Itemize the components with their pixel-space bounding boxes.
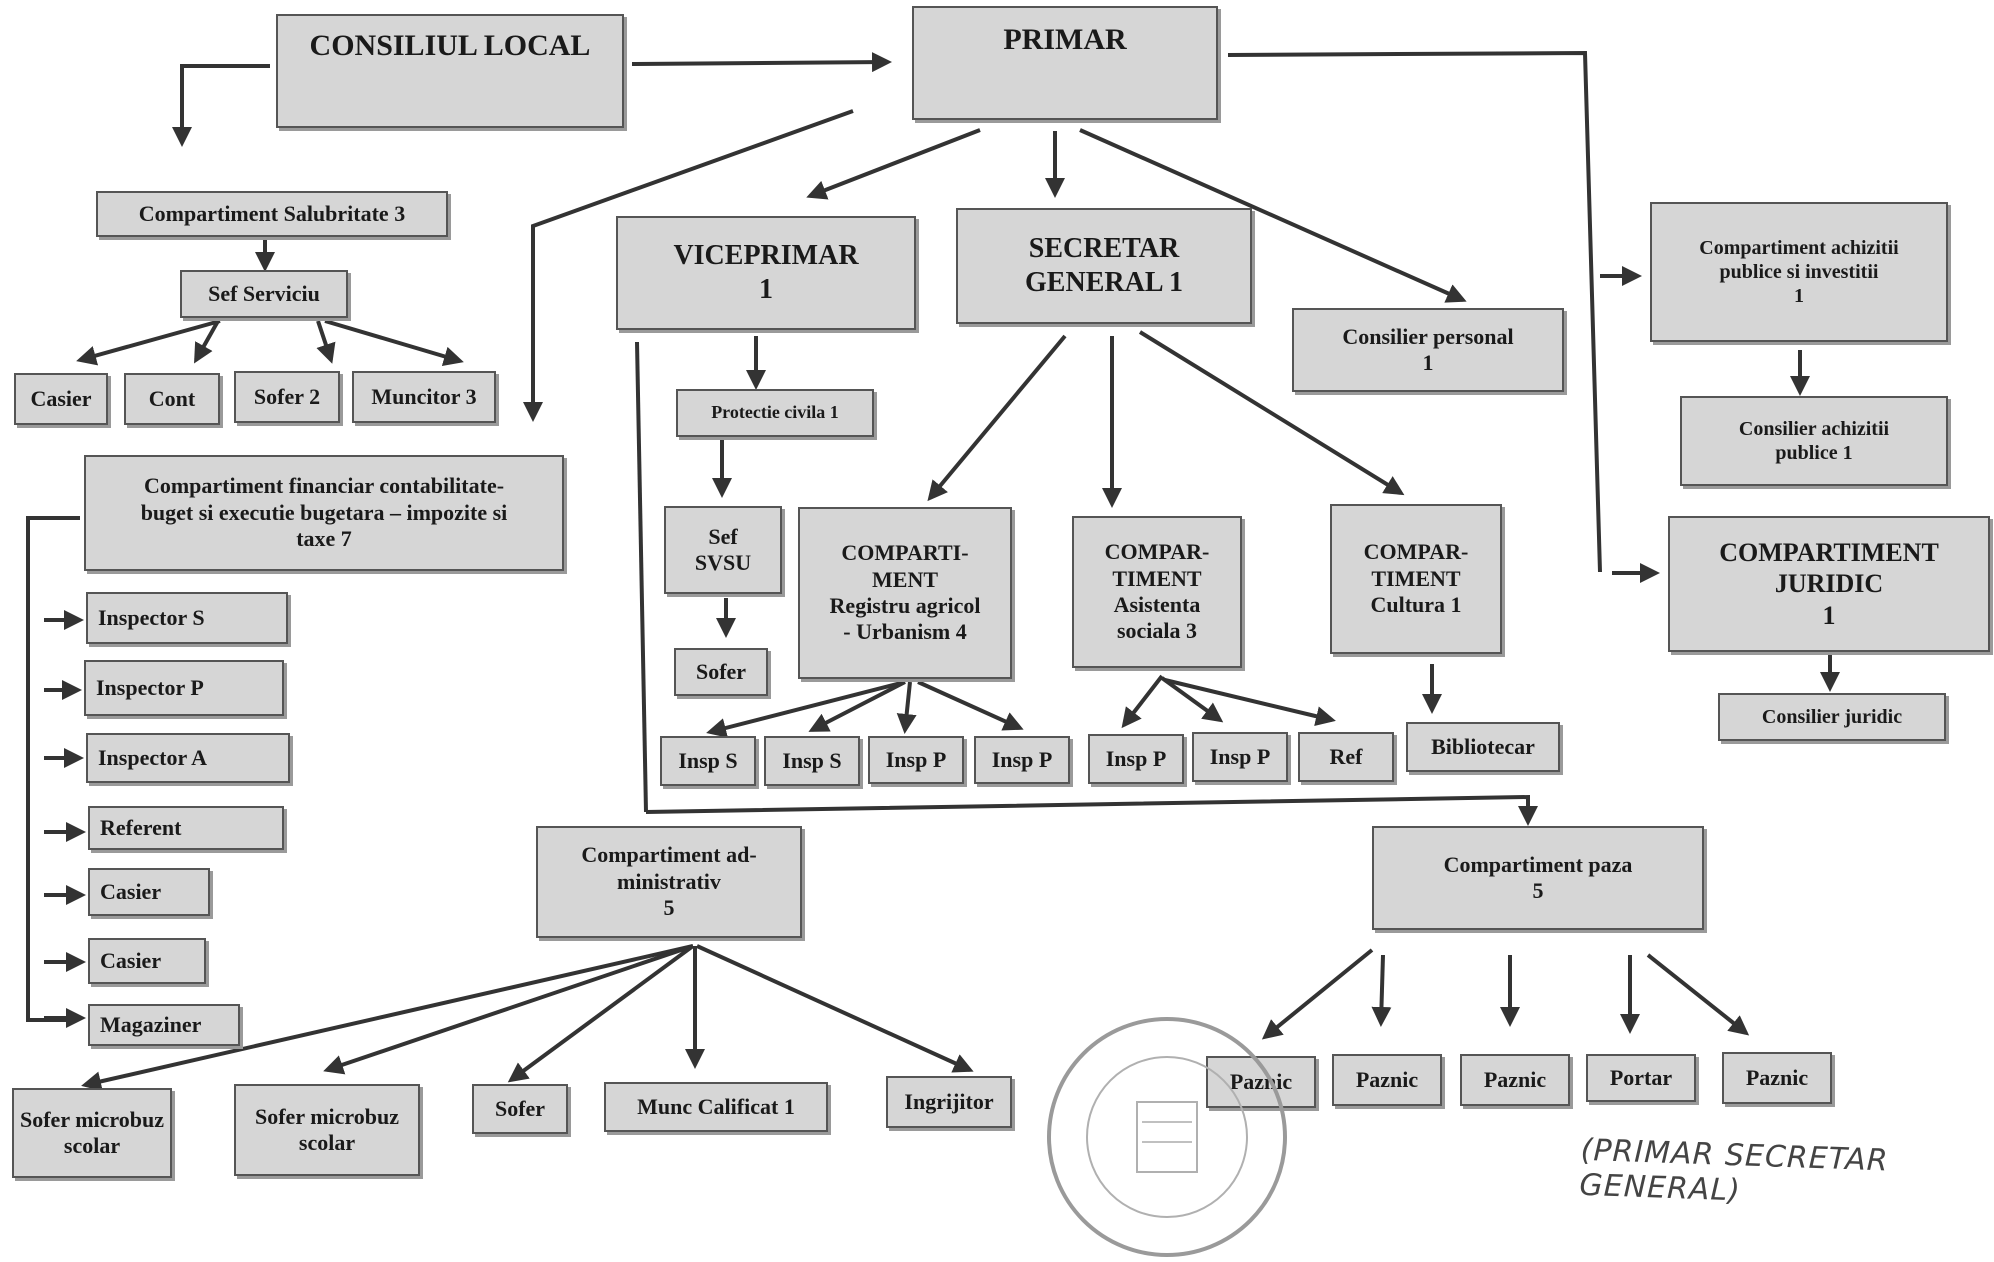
node-inspector-p: Inspector P xyxy=(84,660,284,716)
arrow-adm-sofmic1 xyxy=(81,944,694,1092)
node-sef-svsu: Sef SVSU xyxy=(664,506,782,594)
arrow-adm-sofmic2 xyxy=(323,944,694,1075)
node-insp-p-1: Insp P xyxy=(868,736,964,784)
node-casier-1: Casier xyxy=(88,868,210,916)
node-compartiment-juridic: COMPARTIMENT JURIDIC 1 xyxy=(1668,516,1990,652)
arrow-sef-muncitor xyxy=(324,319,464,367)
node-consiliul-local: CONSILIUL LOCAL xyxy=(276,14,624,128)
arrow-primar-right xyxy=(1227,50,1602,573)
node-consilier-achizitii: Consilier achizitii publice 1 xyxy=(1680,396,1948,486)
node-ingrijitor: Ingrijitor xyxy=(886,1076,1012,1128)
org-chart: CONSILIUL LOCAL PRIMAR Compartiment Salu… xyxy=(12,6,1990,1257)
node-muncitor-3: Muncitor 3 xyxy=(352,371,496,423)
arrow-adm-ingrijitor xyxy=(696,944,974,1073)
arrow-reg-insps1 xyxy=(706,680,906,738)
arrow-reg-inspp2 xyxy=(917,680,1024,731)
node-paznic-3: Paznic xyxy=(1460,1054,1570,1106)
node-compartiment-paza: Compartiment paza 5 xyxy=(1372,826,1704,930)
node-bibliotecar: Bibliotecar xyxy=(1406,722,1560,772)
arrow-consiliu-primar xyxy=(631,52,892,73)
node-insp-p-2: Insp P xyxy=(974,736,1070,784)
arrow-primar-financiar xyxy=(523,109,854,422)
node-compartiment-salubritate: Compartiment Salubritate 3 xyxy=(96,191,448,237)
node-sofer-microbuz-2: Sofer microbuz scolar xyxy=(234,1084,420,1176)
arrow-sef-sofer xyxy=(316,320,336,364)
arrow-sef-cont xyxy=(194,320,220,364)
node-inspector-a: Inspector A xyxy=(86,733,290,783)
node-insp-s-1: Insp S xyxy=(660,736,756,786)
node-compartiment-financiar: Compartiment financiar contabilitate- bu… xyxy=(84,455,564,571)
node-protectie-civila: Protectie civila 1 xyxy=(676,389,874,437)
node-ref: Ref xyxy=(1298,732,1394,782)
arrow-asist-inspp3 xyxy=(1121,674,1164,729)
node-sofer-microbuz-1: Sofer microbuz scolar xyxy=(12,1088,172,1178)
node-consilier-juridic: Consilier juridic xyxy=(1718,693,1946,741)
node-paznic-4: Paznic xyxy=(1722,1052,1832,1104)
node-sef-serviciu: Sef Serviciu xyxy=(180,270,348,318)
node-portar: Portar xyxy=(1586,1054,1696,1102)
node-cont: Cont xyxy=(124,373,220,425)
node-sofer-administrativ: Sofer xyxy=(472,1084,568,1134)
arrow-primar-consilier xyxy=(1079,128,1467,303)
arrow-reg-insps2 xyxy=(808,680,906,732)
arrow-sec-cultura xyxy=(1138,330,1405,496)
arrow-asist-ref xyxy=(1164,678,1336,726)
arrow-consiliu-salubritate xyxy=(172,64,270,147)
arrow-sef-casier xyxy=(76,319,221,366)
node-compartiment-achizitii: Compartiment achizitii publice si invest… xyxy=(1650,202,1948,342)
arrow-paza-paznic4 xyxy=(1646,953,1750,1036)
arrow-sec-registru xyxy=(927,334,1067,502)
node-referent: Referent xyxy=(88,806,284,850)
arrow-paza-paznic2 xyxy=(1371,954,1392,1027)
handwritten-signature: (PRIMAR SECRETAR GENERAL) xyxy=(1578,1132,1890,1209)
node-insp-p-4: Insp P xyxy=(1192,732,1288,782)
node-consilier-personal: Consilier personal 1 xyxy=(1292,308,1564,392)
node-compartiment-cultura: COMPAR- TIMENT Cultura 1 xyxy=(1330,504,1502,654)
arrow-vice-paza xyxy=(645,794,1538,826)
node-compartiment-administrativ: Compartiment ad- ministrativ 5 xyxy=(536,826,802,938)
arrow-adm-sofer xyxy=(507,944,695,1083)
official-stamp-icon xyxy=(1047,1017,1287,1257)
node-secretar-general: SECRETAR GENERAL 1 xyxy=(956,208,1252,324)
node-munc-calificat: Munc Calificat 1 xyxy=(604,1082,828,1132)
node-compartiment-registru: COMPARTI- MENT Registru agricol - Urbani… xyxy=(798,507,1012,679)
financiar-bracket xyxy=(26,516,80,1022)
arrow-asist-inspp4 xyxy=(1160,676,1224,723)
connector-layer xyxy=(26,50,1840,1092)
node-compartiment-asistenta: COMPAR- TIMENT Asistenta sociala 3 xyxy=(1072,516,1242,668)
arrow-paza-paznic1 xyxy=(1261,948,1374,1040)
node-casier-2: Casier xyxy=(88,938,206,984)
node-insp-s-2: Insp S xyxy=(764,736,860,786)
node-magaziner: Magaziner xyxy=(88,1004,240,1046)
node-paznic-2: Paznic xyxy=(1332,1054,1442,1106)
node-sofer-2: Sofer 2 xyxy=(234,371,340,423)
arrow-primar-viceprimar xyxy=(806,128,981,200)
node-primar: PRIMAR xyxy=(912,6,1218,120)
node-casier-salubritate: Casier xyxy=(14,373,108,425)
arrow-vice-bottom xyxy=(635,341,648,813)
node-insp-p-3: Insp P xyxy=(1088,734,1184,784)
node-sofer-svsu: Sofer xyxy=(674,648,768,696)
node-viceprimar: VICEPRIMAR 1 xyxy=(616,216,916,330)
arrow-reg-inspp1 xyxy=(896,681,917,734)
node-inspector-s: Inspector S xyxy=(86,592,288,644)
